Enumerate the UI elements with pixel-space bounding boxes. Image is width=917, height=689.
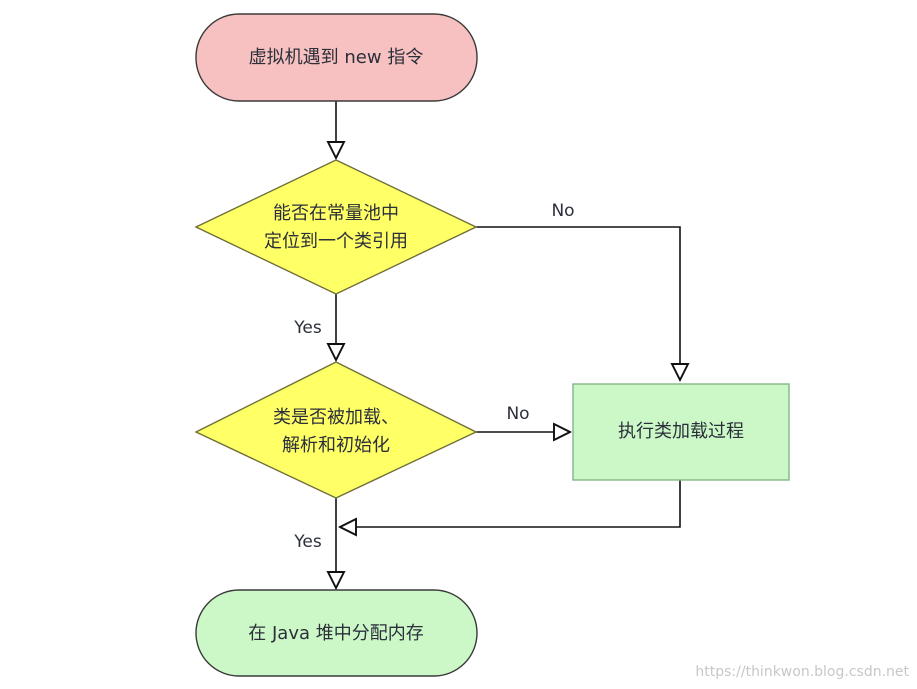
edge-label-decision2-yes: Yes: [293, 532, 322, 552]
start-node-shape: [195, 13, 478, 102]
start-node: 虚拟机遇到 new 指令: [195, 13, 478, 102]
edge-process-to-end-merge: [340, 480, 681, 527]
watermark-text: https://thinkwon.blog.csdn.net: [695, 664, 909, 680]
decision-node-2-line2: 解析和初始化: [282, 435, 390, 456]
edge-decision1-no-to-process: [476, 226, 680, 380]
decision-node-1: 能否在常量池中 定位到一个类引用: [194, 159, 478, 295]
process-node-shape: [572, 383, 790, 481]
decision-node-2: 类是否被加载、 解析和初始化: [194, 361, 478, 499]
decision-node-1-line1: 能否在常量池中: [273, 203, 399, 224]
decision-node-1-shape: [194, 159, 478, 295]
process-node: 执行类加载过程: [572, 383, 790, 481]
edge-label-decision1-no: No: [551, 201, 574, 221]
edge-label-decision2-no: No: [506, 404, 529, 424]
edge-label-decision1-yes: Yes: [293, 318, 322, 338]
end-node: 在 Java 堆中分配内存: [195, 589, 478, 677]
start-node-label: 虚拟机遇到 new 指令: [249, 47, 424, 68]
decision-node-2-shape: [194, 361, 478, 499]
decision-node-1-line2: 定位到一个类引用: [264, 231, 408, 252]
decision-node-2-line1: 类是否被加载、: [273, 407, 399, 428]
end-node-shape: [195, 589, 478, 677]
process-node-label: 执行类加载过程: [618, 421, 744, 442]
end-node-label: 在 Java 堆中分配内存: [248, 623, 423, 644]
